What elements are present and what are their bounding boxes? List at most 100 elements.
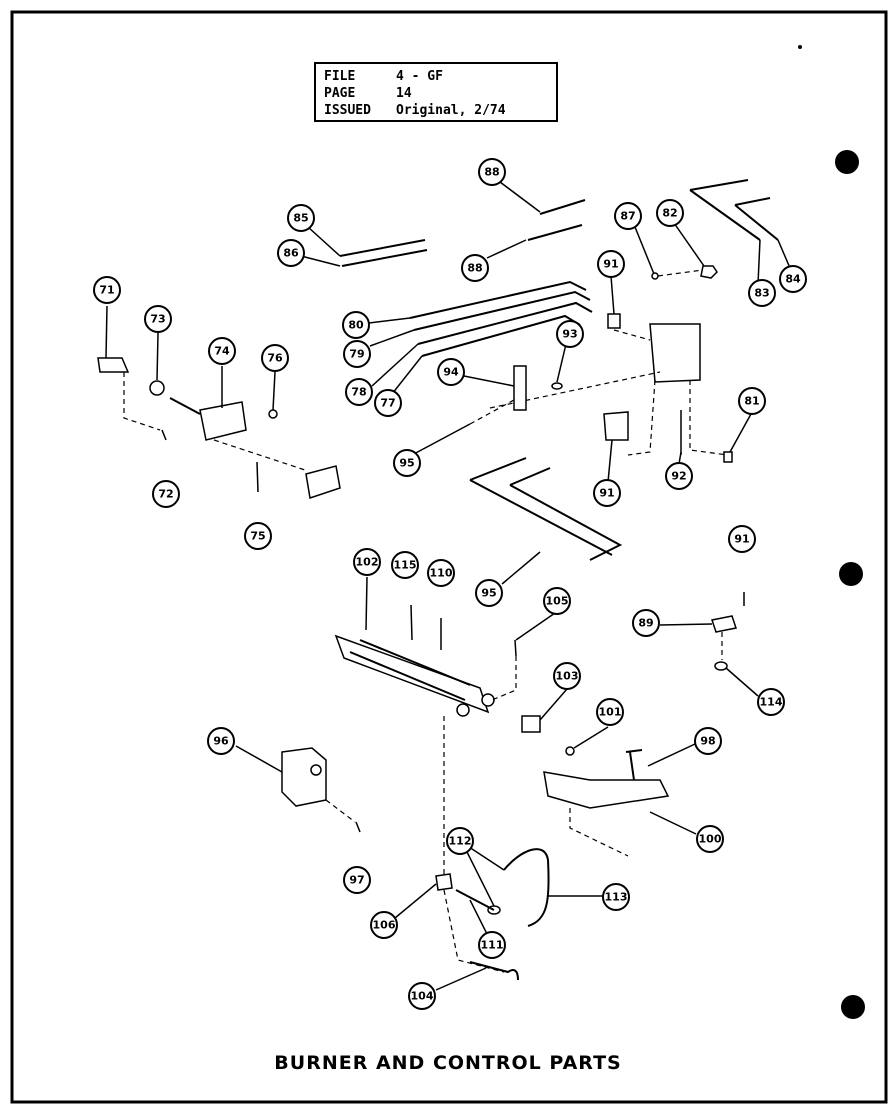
svg-text:115: 115 xyxy=(394,559,417,572)
callout-77: 77 xyxy=(374,389,402,417)
dash-pilot-106 xyxy=(443,889,505,973)
tube-84 xyxy=(734,197,779,241)
leader-lines xyxy=(105,181,791,991)
issued-row: ISSUED Original, 2/74 xyxy=(324,102,548,119)
part-109-pilot xyxy=(435,873,453,891)
tube-97a xyxy=(469,457,613,556)
callout-85: 85 xyxy=(287,204,315,232)
svg-text:113: 113 xyxy=(605,891,628,904)
svg-text:93: 93 xyxy=(562,328,577,341)
callout-81: 81 xyxy=(738,387,766,415)
svg-text:106: 106 xyxy=(373,919,396,932)
dash-96 xyxy=(469,399,515,425)
tube-78 xyxy=(417,301,593,345)
dash-98-100 xyxy=(325,799,356,823)
part-73-washer xyxy=(149,380,165,396)
callout-113: 113 xyxy=(602,883,630,911)
svg-text:83: 83 xyxy=(754,287,769,300)
part-81-lower xyxy=(723,451,733,463)
control-box xyxy=(649,323,701,383)
dash-support xyxy=(569,808,629,857)
burner-rail-bottom xyxy=(349,651,466,701)
file-label: FILE xyxy=(324,69,356,84)
svg-text:75: 75 xyxy=(250,530,265,543)
screw-115 xyxy=(410,604,413,641)
dash-71-72 xyxy=(123,372,161,431)
binder-hole-middle xyxy=(839,562,863,586)
svg-text:79: 79 xyxy=(349,348,364,361)
svg-text:71: 71 xyxy=(99,284,114,297)
tube-86 xyxy=(341,249,428,267)
callout-73: 73 xyxy=(144,305,172,333)
dash-91-box xyxy=(613,329,651,341)
svg-text:97: 97 xyxy=(349,874,364,887)
callout-74: 74 xyxy=(208,337,236,365)
svg-text:91: 91 xyxy=(599,487,614,500)
tube-88b xyxy=(527,224,583,241)
file-value: 4 - GF xyxy=(396,69,443,84)
callout-95: 94 xyxy=(437,358,465,386)
callout-110: 110 xyxy=(427,559,455,587)
part-106-thermocouple xyxy=(469,961,519,981)
svg-text:84: 84 xyxy=(785,273,801,286)
svg-text:88: 88 xyxy=(467,262,482,275)
callout-115: 115 xyxy=(391,551,419,579)
svg-text:103: 103 xyxy=(556,670,579,683)
page-label: PAGE xyxy=(324,86,356,101)
callout-84-top: 84 xyxy=(779,265,807,293)
callout-72: 72 xyxy=(152,480,180,508)
svg-text:91: 91 xyxy=(734,533,749,546)
part-71-bracket xyxy=(97,357,130,373)
svg-text:102: 102 xyxy=(356,556,379,569)
diagram-caption: BURNER AND CONTROL PARTS xyxy=(274,1052,622,1074)
tube-83 xyxy=(689,179,761,241)
binder-hole-top xyxy=(835,150,859,174)
page-value: 14 xyxy=(396,86,412,101)
part-76-nut xyxy=(268,409,278,419)
page-row: PAGE 14 xyxy=(324,85,548,102)
callout-76: 76 xyxy=(261,344,289,372)
callout-109: 106 xyxy=(370,911,398,939)
svg-text:112: 112 xyxy=(449,835,472,848)
callout-78: 78 xyxy=(345,378,373,406)
svg-text:91: 91 xyxy=(603,258,618,271)
tube-85 xyxy=(339,239,426,257)
callout-101: 98 xyxy=(694,727,722,755)
svg-text:86: 86 xyxy=(283,247,299,260)
svg-text:89: 89 xyxy=(638,617,653,630)
tube-113 xyxy=(503,848,550,927)
svg-text:87: 87 xyxy=(620,210,635,223)
svg-text:95: 95 xyxy=(399,457,414,470)
callout-100: 97 xyxy=(343,866,371,894)
burner-rail-top xyxy=(359,639,471,686)
callout-80: 80 xyxy=(342,311,370,339)
svg-text:104: 104 xyxy=(411,990,434,1003)
pilot-line xyxy=(455,889,495,911)
dash-box-81 xyxy=(689,380,729,456)
svg-text:88: 88 xyxy=(484,166,499,179)
svg-text:114: 114 xyxy=(760,696,783,709)
svg-text:94: 94 xyxy=(443,366,459,379)
part-94-nut xyxy=(551,382,563,390)
callout-106: 104 xyxy=(408,982,436,1010)
callout-104: 102 xyxy=(353,548,381,576)
svg-text:74: 74 xyxy=(214,345,230,358)
svg-text:105: 105 xyxy=(546,595,569,608)
svg-text:110: 110 xyxy=(430,567,453,580)
svg-text:81: 81 xyxy=(744,395,759,408)
dash-box-92 xyxy=(627,379,656,456)
speck xyxy=(798,45,802,49)
callout-82: 82 xyxy=(656,199,684,227)
callout-90: 89 xyxy=(632,609,660,637)
page-border xyxy=(10,10,888,1104)
callout-98: 96 xyxy=(207,727,235,755)
svg-text:82: 82 xyxy=(662,207,677,220)
dash-107 xyxy=(491,656,517,701)
tube-79 xyxy=(413,290,591,331)
burner-tip-2 xyxy=(481,693,495,707)
callout-107: 105 xyxy=(543,587,571,615)
callout-75: 75 xyxy=(244,522,272,550)
callout-79: 79 xyxy=(343,340,371,368)
callout-88-top: 88 xyxy=(478,158,506,186)
